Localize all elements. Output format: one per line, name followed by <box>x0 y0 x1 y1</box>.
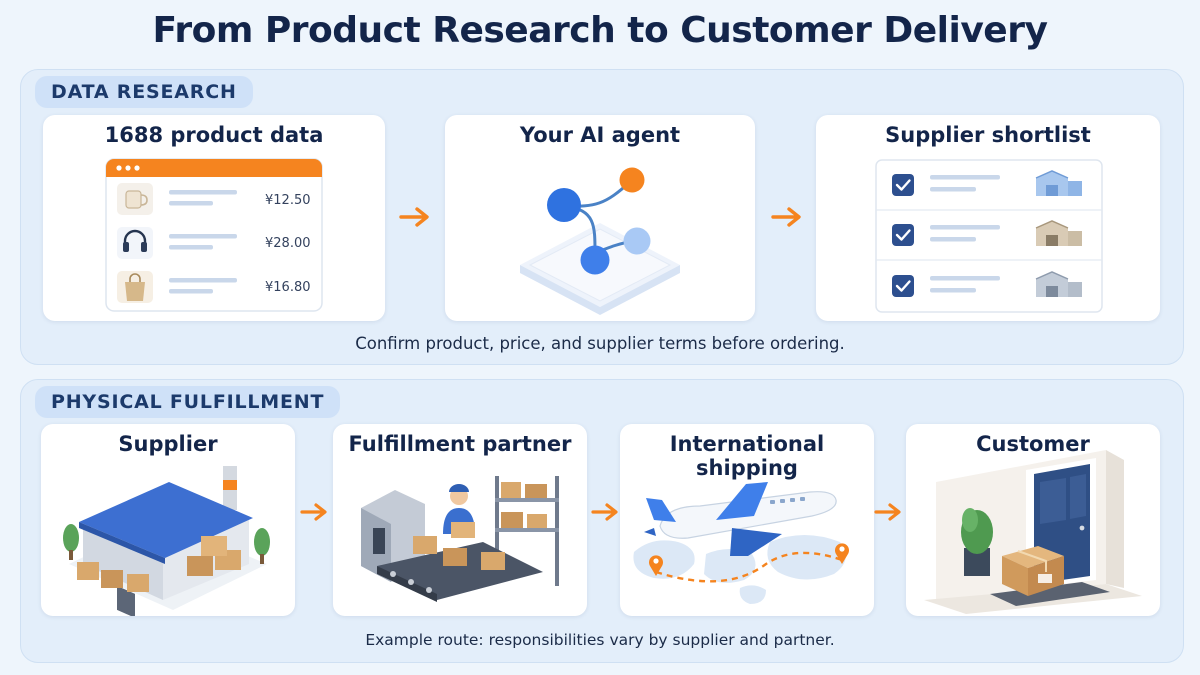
shortlist-row <box>892 170 1082 196</box>
price-label: ¥16.80 <box>265 280 311 295</box>
product-row-1 <box>117 183 237 215</box>
arrow-right-icon <box>399 207 429 227</box>
supplier-title: Supplier <box>118 432 218 456</box>
arrow-right-icon <box>300 503 327 521</box>
checkbox-checked-icon <box>892 275 914 297</box>
product-browser-window <box>105 158 323 312</box>
fulfillment-caption: Example route: responsibilities vary by … <box>365 631 835 649</box>
supplier-shortlist-card: Supplier shortlist <box>816 115 1160 321</box>
supplier-shortlist-title: Supplier shortlist <box>885 123 1091 147</box>
arrow-right-icon <box>591 503 618 521</box>
shipping-illustration <box>633 482 849 604</box>
customer-title: Customer <box>976 432 1090 456</box>
customer-card: Customer <box>906 424 1160 616</box>
headphones-icon <box>123 229 147 252</box>
ai-agent-title: Your AI agent <box>519 123 681 147</box>
ai-agent-card: Your AI agent <box>445 115 755 321</box>
price-label: ¥28.00 <box>265 236 311 251</box>
mug-icon <box>125 190 148 209</box>
international-shipping-card: International shipping <box>620 424 874 616</box>
research-caption: Confirm product, price, and supplier ter… <box>355 334 845 353</box>
supplier-factory-illustration <box>63 466 270 616</box>
ai-agent-graph <box>520 167 680 315</box>
location-pin-icon <box>649 555 663 576</box>
agent-node-light <box>623 227 651 255</box>
supplier-card: Supplier <box>41 424 295 616</box>
checkbox-checked-icon <box>892 174 914 196</box>
price-label: ¥12.50 <box>265 193 311 208</box>
fulfillment-partner-title: Fulfillment partner <box>348 432 572 456</box>
warehouse-icon <box>1035 170 1082 196</box>
location-pin-icon <box>835 543 849 564</box>
shortlist-panel <box>875 159 1103 313</box>
data-research-label: DATA RESEARCH <box>35 76 253 108</box>
agent-node-orange <box>619 167 645 193</box>
fulfillment-partner-illustration <box>361 476 559 602</box>
airplane-icon <box>644 482 837 556</box>
physical-fulfillment-label: PHYSICAL FULFILLMENT <box>35 386 341 418</box>
arrow-right-icon <box>771 207 801 227</box>
fulfillment-partner-card: Fulfillment partner <box>333 424 587 616</box>
checkbox-checked-icon <box>892 224 914 246</box>
factory-icon <box>1035 220 1082 246</box>
product-row-3 <box>117 271 237 303</box>
product-row-2 <box>117 227 237 259</box>
page-title: From Product Research to Customer Delive… <box>152 10 1048 51</box>
international-shipping-title: International shipping <box>669 432 825 480</box>
arrow-right-icon <box>874 503 901 521</box>
shortlist-row <box>892 271 1082 297</box>
warehouse-icon <box>1035 271 1082 297</box>
customer-doorstep-illustration <box>924 450 1142 614</box>
product-data-title: 1688 product data <box>104 123 324 147</box>
agent-node-bottom <box>580 245 610 275</box>
tote-bag-icon <box>125 273 145 301</box>
agent-node-main <box>547 188 581 222</box>
product-data-card: 1688 product data <box>43 115 385 321</box>
shortlist-row <box>892 220 1082 246</box>
